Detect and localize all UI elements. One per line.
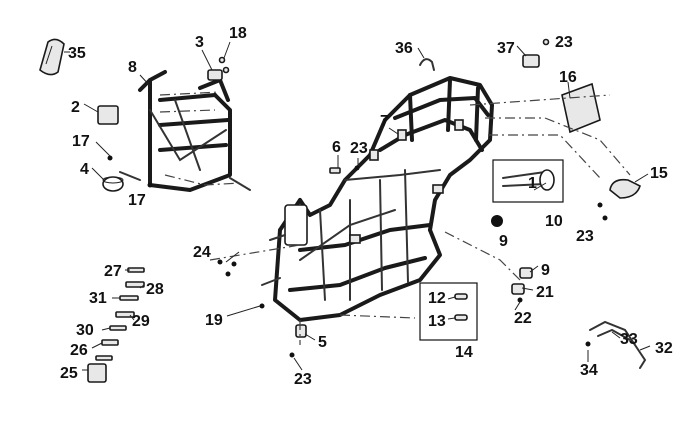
part-16-plate [561, 82, 601, 134]
callout-labels: 1 2 3 4 5 6 7 8 9 9 10 12 13 14 15 16 17… [60, 25, 673, 388]
callout-17-left: 17 [72, 133, 90, 150]
leader-lines [82, 41, 651, 371]
callout-23-top: 23 [555, 34, 573, 51]
callout-34: 34 [580, 362, 598, 379]
callout-4: 4 [80, 161, 89, 178]
callout-23-bottom: 23 [294, 371, 312, 388]
callout-36: 36 [395, 40, 413, 57]
callout-5: 5 [318, 334, 327, 351]
hardware-stack [87, 267, 145, 383]
callout-19: 19 [205, 312, 223, 329]
callout-30: 30 [76, 322, 94, 339]
loose-fasteners [217, 165, 360, 358]
callout-3: 3 [195, 34, 204, 51]
callout-27: 27 [104, 263, 122, 280]
callout-32: 32 [655, 340, 673, 357]
part-15-rear-cap [597, 178, 641, 221]
callout-7: 7 [380, 113, 389, 130]
callout-17-bottom: 17 [128, 192, 146, 209]
callout-16: 16 [559, 69, 577, 86]
callout-23-mid: 23 [350, 140, 368, 157]
callout-31: 31 [89, 290, 107, 307]
callout-13: 13 [428, 313, 446, 330]
callout-22: 22 [514, 310, 532, 327]
part-35-badge [39, 38, 65, 76]
callout-12: 12 [428, 290, 446, 307]
callout-14: 14 [455, 344, 473, 361]
front-bracket-assembly [97, 56, 251, 192]
callout-35: 35 [68, 45, 86, 62]
part-10-inset-box [492, 159, 564, 203]
callout-28: 28 [146, 281, 164, 298]
callout-24: 24 [193, 244, 211, 261]
assembly-guide-lines [159, 91, 631, 345]
callout-37: 37 [497, 40, 515, 57]
callout-33: 33 [620, 331, 638, 348]
callout-18: 18 [229, 25, 247, 42]
part-9-plug [491, 215, 503, 227]
callout-23-right: 23 [576, 228, 594, 245]
callout-9-upper: 9 [499, 233, 508, 250]
main-frame [261, 76, 494, 322]
callout-2: 2 [71, 99, 80, 116]
part-14-box [419, 282, 478, 341]
callout-25: 25 [60, 365, 78, 382]
part-36-hook [419, 58, 435, 71]
callout-8: 8 [128, 59, 137, 76]
callout-21: 21 [536, 284, 554, 301]
part-9-21-22-bushings [511, 267, 533, 303]
part-32-33-stand [585, 320, 647, 369]
part-37-clamp [522, 38, 550, 68]
callout-1: 1 [528, 175, 537, 192]
callout-10: 10 [545, 213, 563, 230]
callout-15: 15 [650, 165, 668, 182]
callout-26: 26 [70, 342, 88, 359]
callout-6: 6 [332, 139, 341, 156]
callout-29: 29 [132, 313, 150, 330]
callout-9-lower: 9 [541, 262, 550, 279]
